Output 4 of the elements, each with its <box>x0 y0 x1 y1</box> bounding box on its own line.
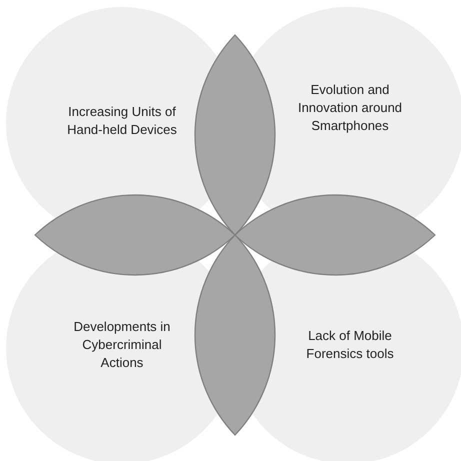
circle-label: Lack of Mobile Forensics tools <box>305 327 395 363</box>
circle-label: Increasing Units of Hand-held Devices <box>66 103 178 139</box>
circle-label: Developments in Cybercriminal Actions <box>72 318 172 372</box>
circle-label: Evolution and Innovation around Smartphones <box>296 81 404 135</box>
